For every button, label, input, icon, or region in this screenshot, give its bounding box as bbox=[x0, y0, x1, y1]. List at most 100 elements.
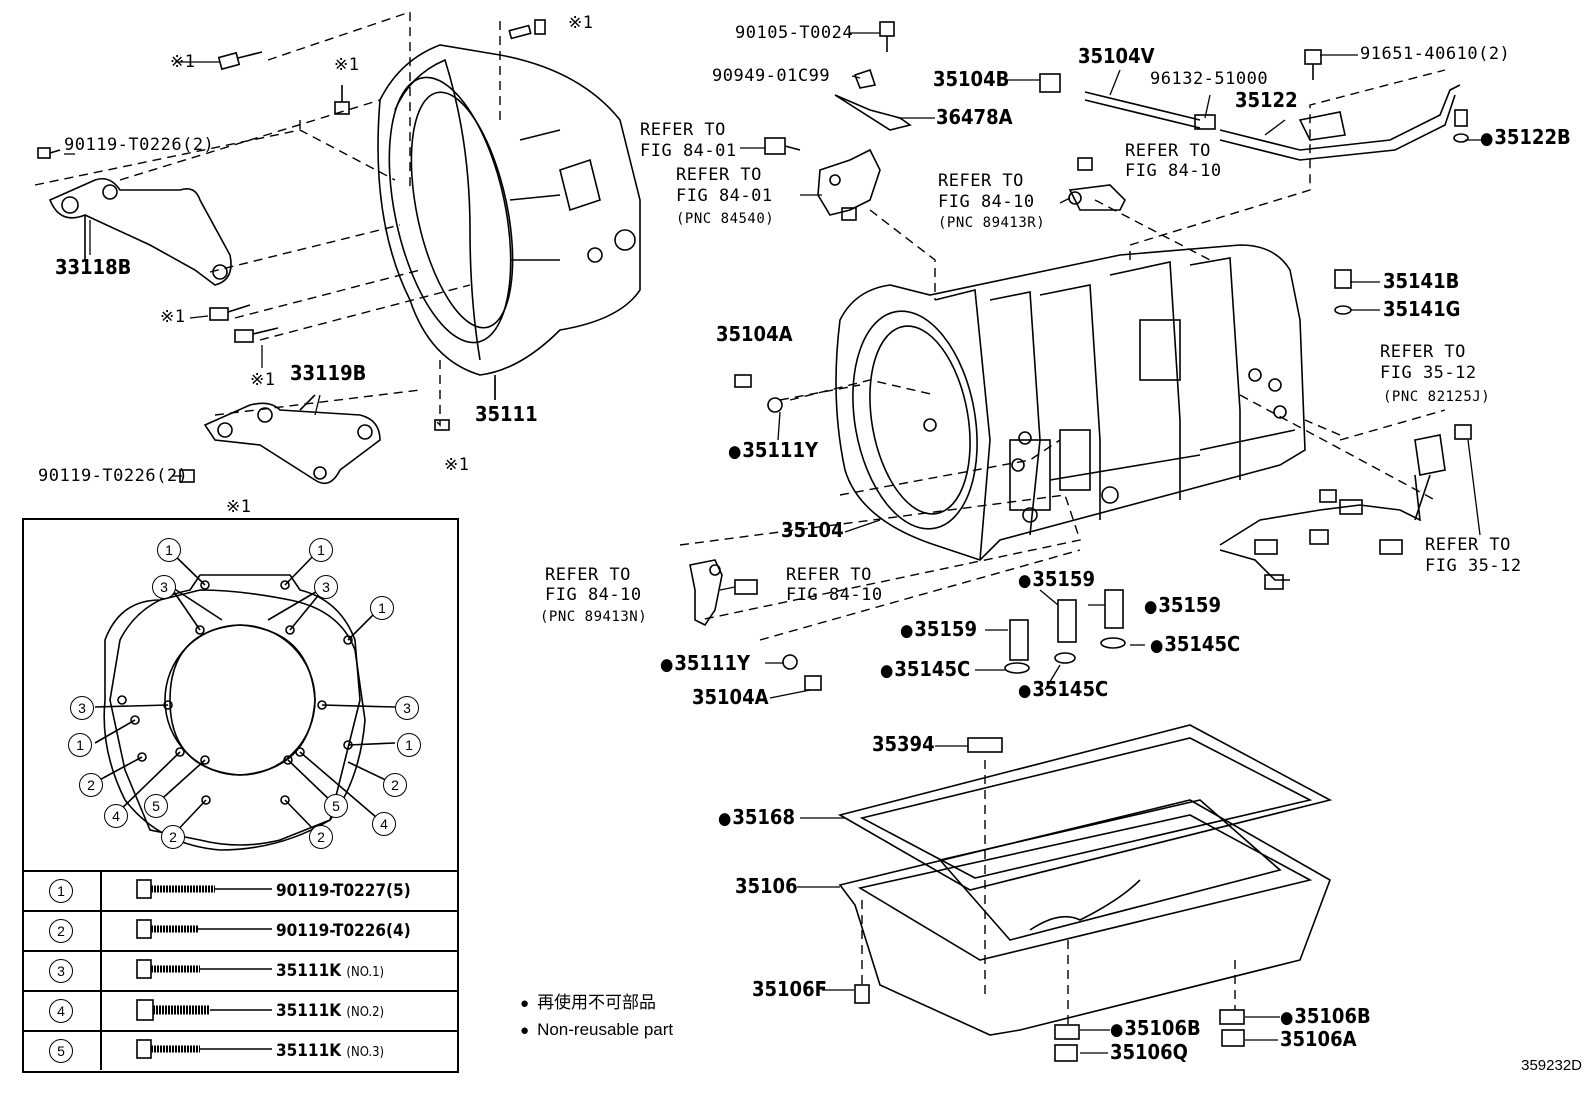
label: 35159 bbox=[1018, 569, 1095, 590]
row-part: 35111K bbox=[276, 1001, 342, 1021]
row-number: 1 bbox=[49, 879, 73, 903]
label: 96132-51000 bbox=[1150, 69, 1269, 89]
oil-pan bbox=[837, 724, 1333, 1062]
label: 35104A bbox=[692, 685, 769, 709]
label: FIG 84-10 bbox=[1125, 161, 1222, 181]
label: 35106A bbox=[1280, 1027, 1357, 1051]
row-note: (NO.3) bbox=[346, 1045, 385, 1060]
label: 35106 bbox=[735, 874, 798, 898]
label: 35145C bbox=[1150, 634, 1240, 655]
label: ※1 bbox=[250, 370, 276, 390]
label: REFER TO bbox=[1125, 141, 1211, 161]
row-part: 90119-T0226(4) bbox=[276, 921, 411, 941]
row-part: 35111K bbox=[276, 1041, 342, 1061]
inset-callout: 1 bbox=[157, 538, 181, 562]
label: 90949-01C99 bbox=[712, 66, 831, 86]
legend: 再使用不可部品 Non-reusable part bbox=[520, 990, 673, 1044]
label: 35106Q bbox=[1110, 1040, 1188, 1064]
label: 35104B bbox=[933, 67, 1010, 91]
label: ※1 bbox=[334, 55, 360, 75]
plugs-35159 bbox=[1004, 589, 1126, 674]
inset-callout: 3 bbox=[314, 575, 338, 599]
label: FIG 35-12 bbox=[1425, 556, 1522, 576]
wiring-harness bbox=[1219, 474, 1421, 590]
label: 35168 bbox=[718, 807, 795, 828]
row-number: 3 bbox=[49, 959, 73, 983]
label: ※1 bbox=[160, 307, 186, 327]
label: 36478A bbox=[936, 105, 1013, 129]
label: FIG 35-12 bbox=[1380, 363, 1477, 383]
label: 35106F bbox=[752, 977, 827, 1001]
inset-callout: 4 bbox=[372, 812, 396, 836]
label: FIG 84-10 bbox=[938, 192, 1035, 212]
sensor-parts bbox=[689, 137, 1472, 691]
bell-housing-35111 bbox=[377, 44, 641, 400]
bolt-table-row: 2 90119-T0226(4) bbox=[22, 910, 459, 950]
label: 35111 bbox=[475, 402, 538, 426]
label: FIG 84-10 bbox=[786, 585, 883, 605]
label: 35141G bbox=[1383, 297, 1461, 321]
label: REFER TO bbox=[640, 120, 726, 140]
figure-id: 359232D bbox=[1521, 1057, 1582, 1074]
inset-callout: 2 bbox=[161, 825, 185, 849]
label: REFER TO bbox=[1380, 342, 1466, 362]
label: 35145C bbox=[1018, 679, 1108, 700]
label: 35104A bbox=[716, 322, 793, 346]
inset-callout: 5 bbox=[324, 794, 348, 818]
legend-jp: 再使用不可部品 bbox=[520, 990, 673, 1017]
inset-callout: 1 bbox=[397, 733, 421, 757]
label: 35111Y bbox=[728, 440, 818, 461]
label: ※1 bbox=[170, 52, 196, 72]
bolt-table-row: 4 35111K (NO.2) bbox=[22, 990, 459, 1030]
label: 90119-T0226(2) bbox=[64, 135, 215, 155]
label: FIG 84-10 bbox=[545, 585, 642, 605]
label: REFER TO bbox=[1425, 535, 1511, 555]
label: 35394 bbox=[872, 732, 935, 756]
label: REFER TO bbox=[676, 165, 762, 185]
label: REFER TO bbox=[938, 171, 1024, 191]
label: (PNC 89413N) bbox=[540, 609, 648, 625]
legend-en: Non-reusable part bbox=[520, 1017, 673, 1044]
bolts-left bbox=[37, 19, 546, 483]
inset-frame bbox=[22, 518, 459, 1073]
label: FIG 84-01 bbox=[676, 186, 773, 206]
inset-callout: 1 bbox=[309, 538, 333, 562]
row-part: 90119-T0227(5) bbox=[276, 881, 411, 901]
inset-callout: 2 bbox=[79, 773, 103, 797]
inset-callout: 2 bbox=[383, 773, 407, 797]
inset-callout: 3 bbox=[152, 575, 176, 599]
label: 35106B bbox=[1110, 1018, 1200, 1039]
inset-callout: 1 bbox=[68, 733, 92, 757]
bracket-33119b bbox=[203, 394, 381, 485]
label: 35159 bbox=[1144, 595, 1221, 616]
row-note: (NO.2) bbox=[346, 1005, 385, 1020]
label: REFER TO bbox=[786, 565, 872, 585]
label: 35159 bbox=[900, 619, 977, 640]
row-number: 5 bbox=[49, 1039, 73, 1063]
label: 35145C bbox=[880, 659, 970, 680]
inset-callout: 4 bbox=[104, 804, 128, 828]
label: 35122 bbox=[1235, 88, 1298, 112]
label: 35141B bbox=[1383, 269, 1460, 293]
bolt-table-row: 5 35111K (NO.3) bbox=[22, 1030, 459, 1073]
label: 35104V bbox=[1078, 44, 1155, 68]
inset-callout: 3 bbox=[70, 696, 94, 720]
inset-callout: 3 bbox=[395, 696, 419, 720]
label: 35104 bbox=[781, 518, 844, 542]
solid-leaders bbox=[64, 32, 1482, 1054]
bolt-table-row: 3 35111K (NO.1) bbox=[22, 950, 459, 990]
label: (PNC 84540) bbox=[676, 211, 775, 227]
label: 90119-T0226(2) bbox=[38, 466, 189, 486]
row-number: 4 bbox=[49, 999, 73, 1023]
inset-callout: 1 bbox=[370, 596, 394, 620]
label: 90105-T0024 bbox=[735, 23, 854, 43]
row-number: 2 bbox=[49, 919, 73, 943]
label: ※1 bbox=[444, 455, 470, 475]
label: ※1 bbox=[568, 13, 594, 33]
label: 33119B bbox=[290, 361, 367, 385]
inset-callout: 2 bbox=[309, 825, 333, 849]
bracket-33118b bbox=[48, 177, 232, 286]
oil-tubes bbox=[834, 21, 1469, 161]
label: 35122B bbox=[1480, 127, 1570, 148]
